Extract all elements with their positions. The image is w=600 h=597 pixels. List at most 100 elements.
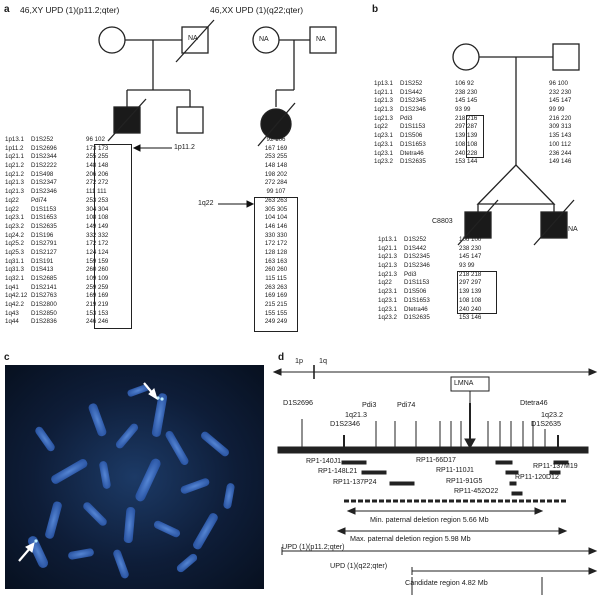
panel-c-fish-image	[5, 365, 264, 589]
band-cell: 1q22	[378, 279, 392, 287]
d-clone-rp1-140j1: RP1-140J1	[306, 458, 342, 465]
genotype-cell: 332 332	[86, 231, 109, 239]
band-cell: 1q23.2	[5, 222, 24, 230]
genotype-cell: 96 102	[86, 136, 105, 143]
d-marker-pdi74: Pdi74	[397, 400, 416, 409]
genotype-cell: 173 173	[86, 144, 109, 152]
genotype-cell: 305 305	[264, 205, 288, 213]
genotype-cell: 259 259	[86, 283, 109, 291]
child-genotype-cell: 106 100	[459, 236, 482, 243]
band-cell: 1p13.1	[378, 236, 397, 243]
band-cell: 1q21.1	[378, 244, 397, 252]
d-clone-rp11-91g5: RP11-91G5	[446, 478, 483, 485]
d-marker-d1s2635: D1S2635	[531, 419, 561, 428]
d-clone-rp1-148l21: RP1-148L21	[318, 468, 358, 475]
b-twin-a	[464, 211, 492, 239]
band-cell: 1q23.1	[378, 296, 397, 304]
mother-genotype-cell: 153 144	[455, 158, 478, 166]
marker-cell: D1S2696	[31, 144, 57, 152]
genotype-cell: 148 148	[86, 162, 109, 170]
child-genotype-cell: 218 218	[459, 270, 482, 278]
band-cell: 1q21.2	[5, 162, 24, 170]
genotype-cell: 149 149	[86, 222, 109, 230]
father-genotype-cell: 99 99	[549, 106, 565, 114]
genotype-cell: 272 272	[86, 179, 109, 187]
panel-b-pedigree	[452, 43, 580, 246]
b-father	[552, 43, 580, 71]
marker-cell: D1S2141	[31, 283, 57, 291]
child-genotype-cell: 238 230	[459, 244, 482, 252]
marker-cell: D1S1153	[31, 205, 57, 213]
d-marker-band-q213: 1q21.3	[345, 410, 367, 419]
mother-genotype-cell: 238 230	[455, 88, 478, 96]
b-child-box	[457, 270, 497, 314]
marker-cell: D1S2635	[31, 222, 57, 230]
genotype-cell: 263 263	[264, 283, 288, 291]
genotype-cell: 246 246	[86, 318, 109, 326]
marker-cell: D1S2836	[31, 318, 57, 326]
b-mother	[452, 43, 480, 71]
marker-cell: D1S2222	[31, 162, 57, 170]
genotype-cell: 169 169	[86, 292, 109, 300]
father-genotype-cell: 149 146	[549, 158, 572, 166]
marker-cell: D1S442	[400, 88, 423, 96]
father-genotype-cell: 100 112	[549, 140, 571, 148]
genotype-cell: 249 249	[264, 318, 288, 326]
band-cell: 1q23.1	[374, 149, 393, 157]
father-genotype-cell: 96 100	[549, 80, 568, 87]
panel-a-label: a	[4, 4, 10, 15]
child-genotype-cell: 145 147	[459, 253, 482, 261]
d-upd-p112-label: UPD (1)(p11.2;qter)	[282, 542, 345, 551]
d-lmna-label: LMNA	[454, 380, 474, 387]
b-twin-b-deceased	[533, 199, 575, 246]
marker-cell: Dtetra46	[400, 149, 424, 157]
a-left-father-na: NA	[188, 35, 198, 42]
marker-cell: D1S252	[404, 236, 427, 243]
band-cell: 1q23.2	[374, 158, 393, 166]
band-cell: 1p11.2	[5, 144, 24, 152]
band-cell: 1q44	[5, 318, 19, 326]
d-clone-rp11-452o22: RP11-452O22	[454, 488, 499, 495]
b-mother-box	[466, 114, 484, 158]
marker-cell: D1S2346	[31, 188, 57, 196]
genotype-cell: 169 169	[264, 292, 288, 300]
band-cell: 1q23.2	[378, 314, 397, 322]
genotype-cell: 124 124	[86, 248, 109, 256]
panel-a-right-title: 46,XX UPD (1)(q22;qter)	[210, 5, 304, 15]
genotype-cell: 172 172	[264, 240, 288, 248]
mother-genotype-cell: 93 99	[455, 106, 471, 114]
band-cell: 1q21.2	[5, 170, 24, 178]
marker-cell: D1S2763	[31, 292, 57, 300]
genotype-cell: 153 153	[86, 309, 109, 317]
marker-cell: D1S506	[404, 288, 427, 296]
genotype-cell: 219 219	[86, 301, 109, 309]
panel-d-map	[272, 365, 598, 595]
b-twin-b	[540, 211, 568, 239]
band-cell: 1q42.2	[5, 301, 24, 309]
genotype-cell: 108 108	[86, 214, 109, 222]
genotype-cell: 304 304	[86, 205, 109, 213]
band-cell: 1q22	[5, 196, 19, 204]
band-cell: 1q21.3	[5, 188, 24, 196]
genotype-cell: 159 159	[86, 257, 109, 265]
band-cell: 1q24.2	[5, 231, 24, 239]
marker-cell: D1S2127	[31, 248, 57, 256]
marker-cell: D1S2345	[400, 97, 426, 105]
father-genotype-cell: 236 244	[549, 149, 572, 157]
